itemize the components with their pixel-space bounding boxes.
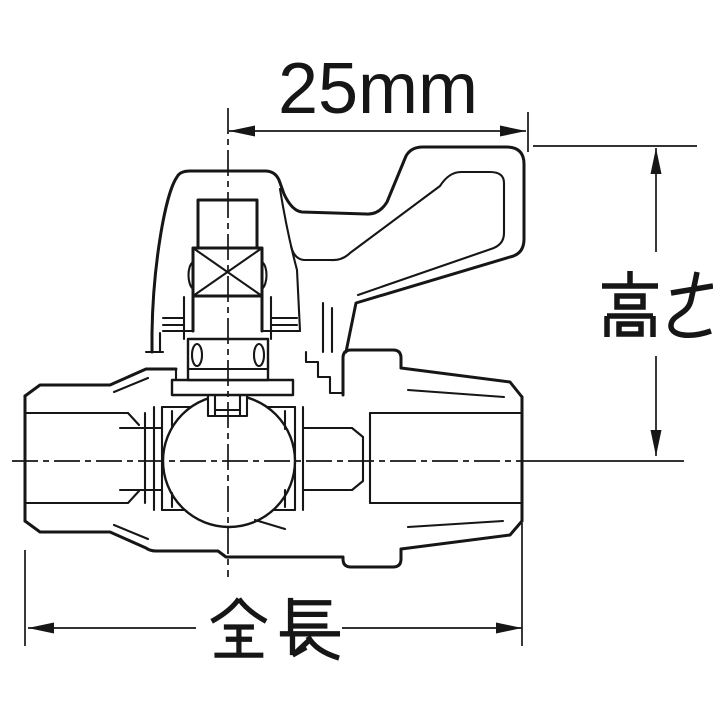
right-hex-top-chamfer: [399, 366, 524, 399]
handle-outline: [150, 145, 526, 354]
stem-nut-cross: [191, 246, 264, 298]
right-hex-top-inner: [406, 388, 506, 399]
gland-hex-arc-right: [252, 342, 266, 368]
seat-ring-lines: [170, 409, 287, 509]
arrow-right-icon: [500, 125, 526, 137]
tang-lines: [206, 393, 249, 418]
left-top-cone-inner: [112, 376, 150, 394]
kana-sa-icon: [668, 271, 713, 338]
valve-handle: [144, 145, 526, 354]
handle-inner-contour: [289, 170, 506, 297]
arrow-left-icon: [28, 622, 54, 634]
stem-nut-bulges: [187, 260, 268, 291]
length-label-glyphs: [210, 597, 341, 661]
arrow-up-icon: [650, 148, 662, 174]
kanji-naga-icon: [279, 597, 341, 661]
arrow-right-icon: [496, 622, 522, 634]
dimension-width-label: 25mm: [278, 49, 478, 129]
valve-center-body: [118, 405, 365, 512]
centerlines: [12, 108, 684, 577]
right-hex-flat-lines: [368, 411, 524, 505]
packing-shelf-lines: [161, 316, 299, 327]
bonnet-assembly: [161, 295, 299, 397]
dimension-length: 全長: [24, 523, 523, 661]
arrow-down-icon: [650, 430, 662, 456]
right-neck-steps: [304, 350, 345, 395]
height-label-glyphs: [602, 271, 713, 338]
body-block-top-bottom: [160, 405, 297, 512]
left-thread-root-lines: [23, 411, 141, 505]
left-bottom-cone-inner: [112, 523, 150, 541]
left-bottom-profile: [23, 519, 335, 559]
arrow-left-icon: [229, 125, 255, 137]
gland-hex-arc-left: [190, 342, 204, 368]
stem-lower: [191, 294, 264, 333]
bonnet-flange: [170, 378, 295, 397]
seat-bottom-chamfer: [253, 518, 287, 531]
bore-lines: [118, 426, 354, 492]
left-top-profile: [23, 367, 178, 398]
bore-flare-right: [350, 426, 365, 492]
valve-right-end: [304, 348, 524, 569]
right-hex-bottom-inner: [406, 519, 505, 529]
right-hex-bottom-chamfer: [399, 519, 524, 551]
right-top-boss: [341, 348, 403, 397]
right-bottom-boss: [331, 547, 403, 569]
valve-left-threaded-end: [23, 367, 335, 559]
handle-skirt-lines: [144, 301, 334, 354]
dimension-height: 高さ: [533, 145, 713, 456]
kanji-taka-icon: [602, 271, 658, 337]
seat-rings: [170, 409, 287, 531]
kanji-zen-icon: [210, 597, 268, 658]
dimension-width: 25mm: [229, 49, 529, 152]
